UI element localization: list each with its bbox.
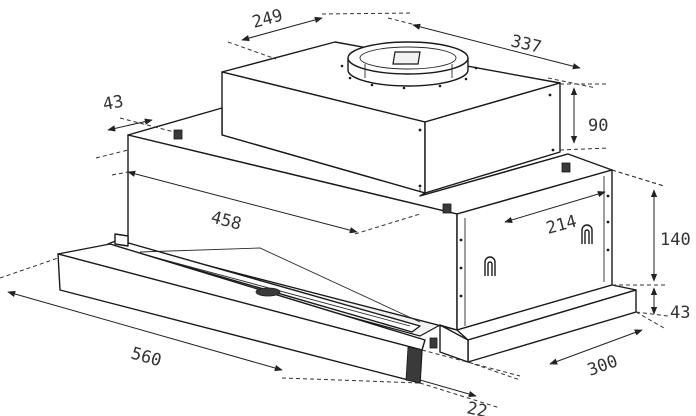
dim-22: 22 bbox=[419, 349, 521, 416]
dim-43-side-label: 43 bbox=[670, 303, 690, 323]
dim-214: 214 bbox=[504, 169, 665, 239]
dim-22-label: 22 bbox=[465, 398, 489, 416]
dim-90: 90 bbox=[559, 83, 608, 151]
dim-337-label: 337 bbox=[509, 31, 543, 57]
dim-140: 140 bbox=[611, 169, 691, 286]
dim-560-label: 560 bbox=[129, 344, 164, 372]
dim-43-side: 43 bbox=[635, 287, 690, 323]
dim-249-label: 249 bbox=[250, 6, 285, 33]
dim-43-top: 43 bbox=[95, 92, 179, 159]
dim-300-label: 300 bbox=[585, 351, 621, 380]
dim-140-label: 140 bbox=[660, 230, 691, 250]
dim-43-top-label: 43 bbox=[101, 92, 125, 115]
screw-top-right bbox=[561, 162, 571, 173]
base-plate bbox=[439, 284, 637, 363]
dim-90-label: 90 bbox=[588, 116, 608, 136]
screw-top-left bbox=[173, 129, 183, 140]
screw-top-center bbox=[442, 203, 452, 214]
dim-249: 249 bbox=[227, 6, 413, 60]
